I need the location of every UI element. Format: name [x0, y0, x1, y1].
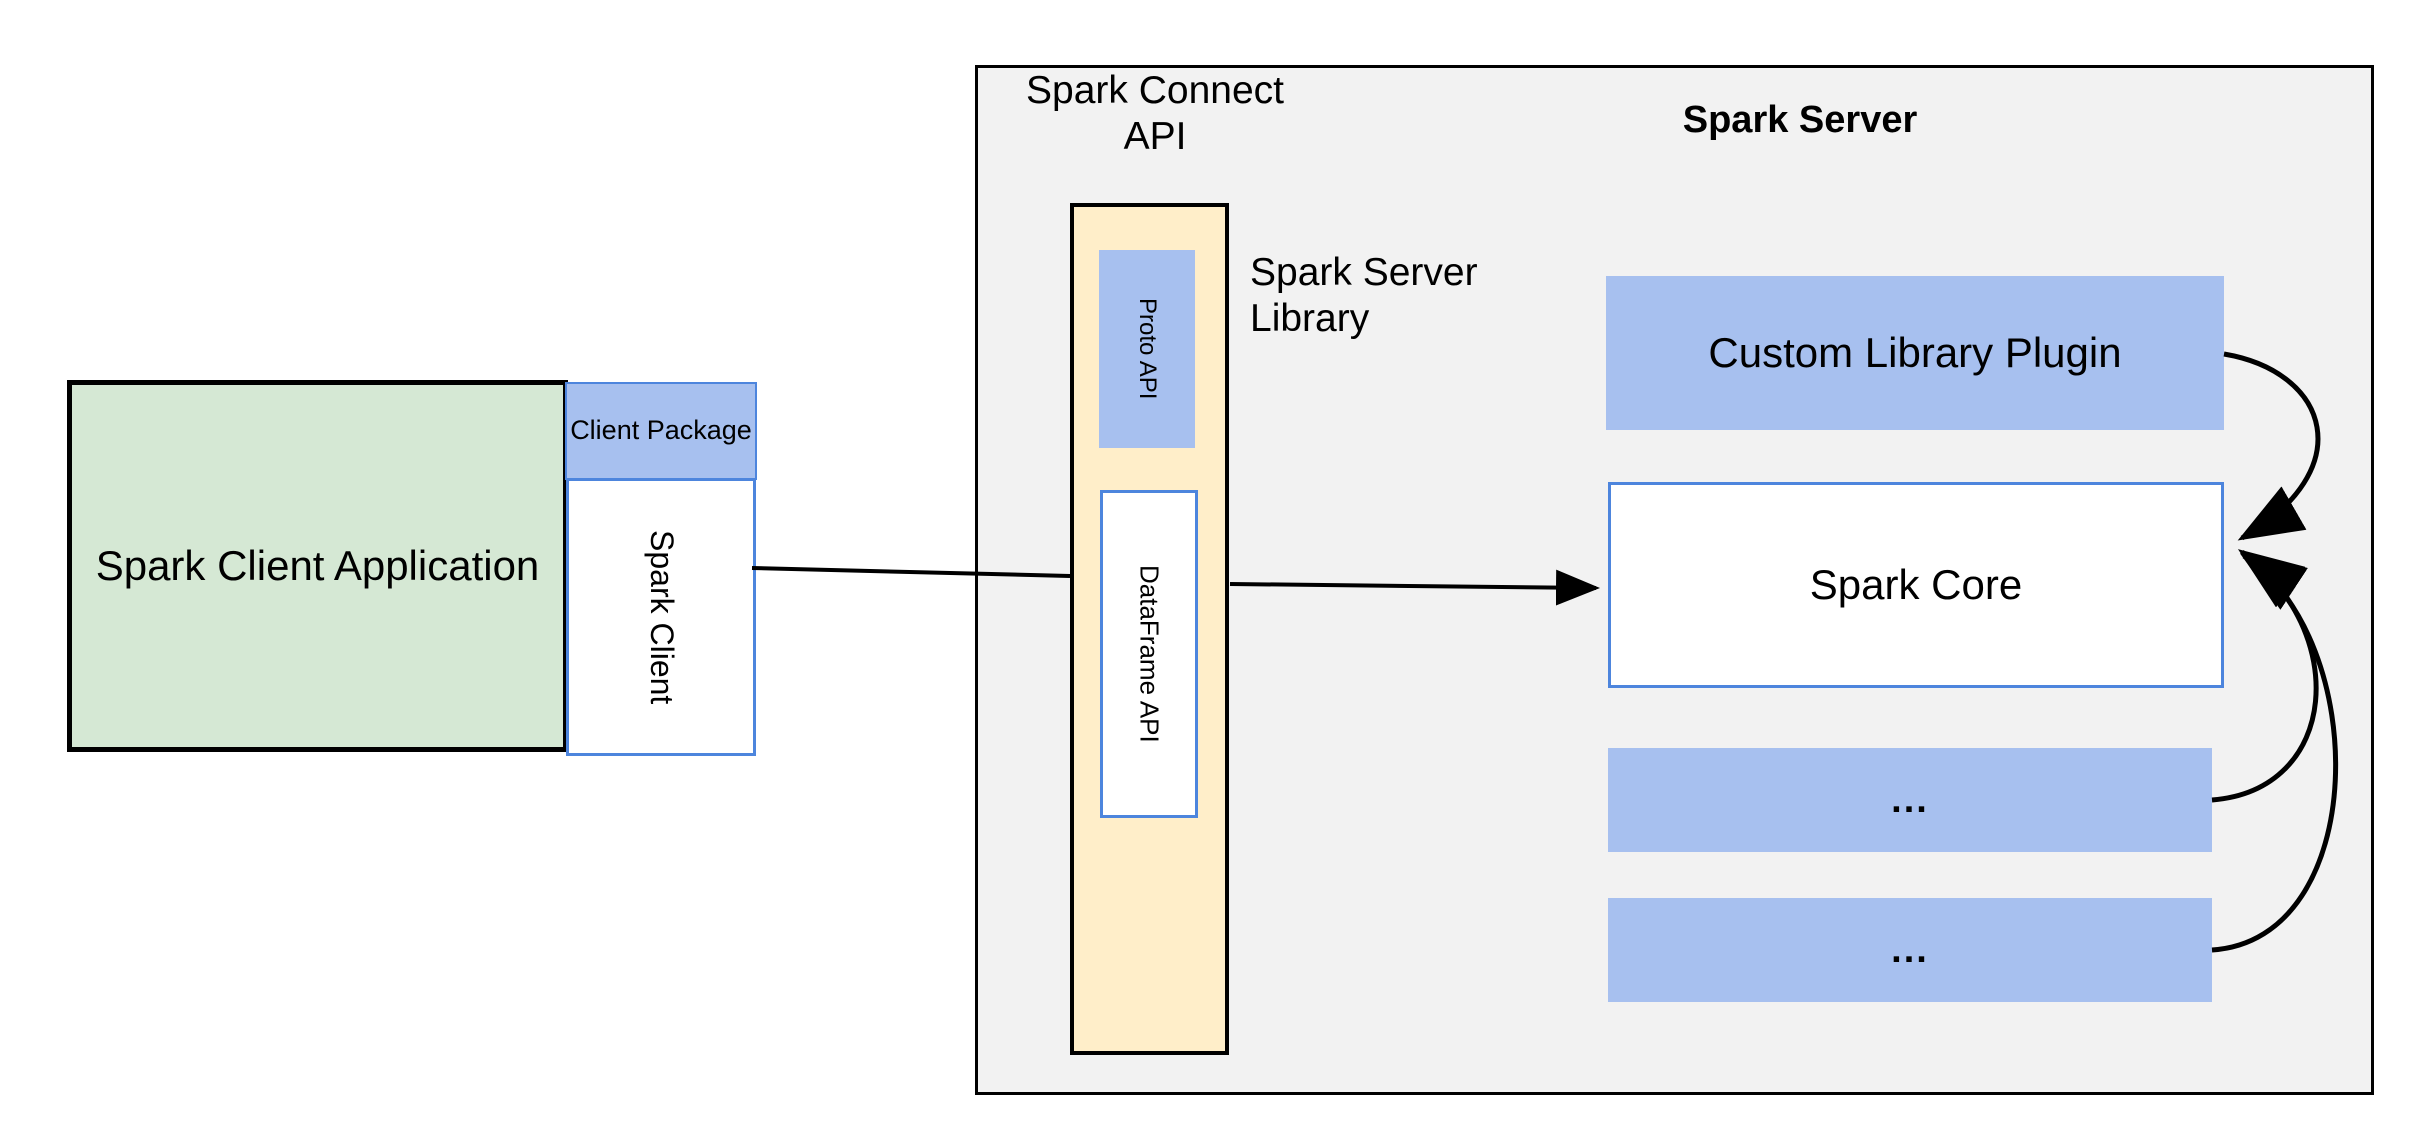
dataframe-api-box[interactable]: DataFrame API	[1100, 490, 1198, 818]
spark-client-application-box[interactable]: Spark Client Application	[67, 380, 568, 752]
proto-api-label: Proto API	[1134, 298, 1162, 400]
spark-server-library-label: Spark Server Library	[1250, 251, 1478, 341]
spark-client-label: Spark Client	[643, 529, 680, 705]
spark-server-title: Spark Server	[1682, 99, 1918, 141]
custom-library-plugin-box[interactable]: Custom Library Plugin	[1606, 276, 2224, 430]
spark-connect-api-label: Spark Connect API	[1026, 69, 1284, 159]
proto-api-box[interactable]: Proto API	[1099, 250, 1195, 448]
ellipsis-box-one[interactable]: ...	[1608, 748, 2212, 852]
spark-client-box[interactable]: Spark Client	[566, 478, 756, 756]
client-package-box[interactable]: Client Package	[565, 382, 757, 480]
ellipsis-box-two[interactable]: ...	[1608, 898, 2212, 1002]
spark-core-box[interactable]: Spark Core	[1608, 482, 2224, 688]
dataframe-api-label: DataFrame API	[1134, 565, 1165, 743]
